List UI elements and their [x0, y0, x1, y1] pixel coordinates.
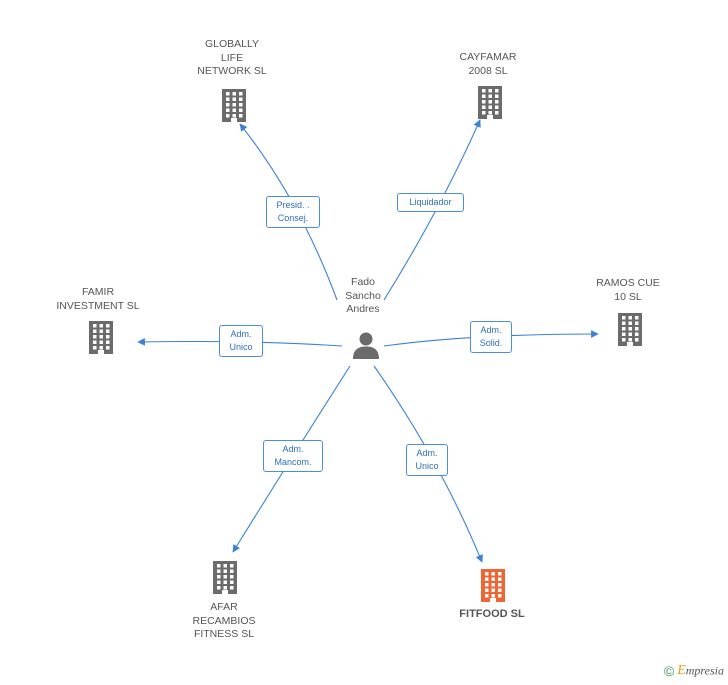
company-label-line: CAYFAMAR — [459, 51, 517, 63]
role-label-globally[interactable]: Presid. . Consej. — [266, 196, 320, 228]
person-name-line: Sancho — [345, 289, 381, 302]
role-label-line: Liquidador — [409, 197, 452, 207]
person-name-line: Andres — [346, 303, 380, 315]
company-label-ramos[interactable]: RAMOS CUE 10 SL — [580, 277, 676, 304]
role-label-line: Adm. — [480, 325, 502, 335]
company-label-famir[interactable]: FAMIR INVESTMENT SL — [46, 286, 150, 313]
role-label-line: Solid. — [479, 338, 503, 348]
company-label-line: NETWORK SL — [197, 65, 267, 77]
building-icon[interactable] — [219, 88, 249, 122]
company-label-line: INVESTMENT SL — [56, 299, 140, 312]
role-label-cayfamar[interactable]: Liquidador — [397, 193, 464, 212]
building-icon[interactable] — [210, 560, 240, 594]
company-label-cayfamar[interactable]: CAYFAMAR 2008 SL — [440, 51, 536, 78]
role-label-fitfood[interactable]: Adm. Unico — [406, 444, 448, 476]
person-name-line: Fado — [351, 276, 375, 288]
role-label-line: Presid. . — [276, 200, 310, 210]
role-label-line: Consej. — [277, 213, 309, 223]
role-label-line: Adm. — [416, 448, 438, 458]
company-label-globally[interactable]: GLOBALLY LIFE NETWORK SL — [180, 38, 284, 79]
person-icon[interactable] — [351, 330, 381, 360]
building-icon[interactable] — [475, 85, 505, 119]
building-icon[interactable] — [615, 312, 645, 346]
company-label-line: FAMIR — [81, 286, 115, 298]
building-icon[interactable] — [86, 320, 116, 354]
person-name[interactable]: Fado Sancho Andres — [330, 276, 396, 317]
company-label-line: RECAMBIOS — [192, 614, 256, 627]
building-icon-highlighted[interactable] — [478, 568, 508, 602]
role-label-line: Unico — [415, 461, 439, 471]
role-label-famir[interactable]: Adm. Unico — [219, 325, 263, 357]
company-label-line: LIFE — [220, 51, 244, 64]
company-label-line: GLOBALLY — [204, 38, 260, 50]
company-label-line: FITNESS SL — [193, 628, 255, 640]
brand-logo-text: mpresia — [685, 663, 724, 678]
company-label-line: FITFOOD SL — [459, 608, 525, 620]
footer-brand: © Empresia — [664, 663, 724, 679]
role-label-line: Adm. — [282, 444, 304, 454]
company-label-line: 10 SL — [614, 290, 642, 303]
company-label-line: RAMOS CUE — [596, 277, 660, 289]
role-label-line: Mancom. — [274, 457, 312, 467]
company-label-line: 2008 SL — [468, 64, 508, 77]
role-label-line: Unico — [229, 342, 253, 352]
company-label-afar[interactable]: AFAR RECAMBIOS FITNESS SL — [172, 601, 276, 642]
role-label-ramos[interactable]: Adm. Solid. — [470, 321, 512, 353]
company-label-line: AFAR — [210, 601, 238, 613]
role-label-afar[interactable]: Adm. Mancom. — [263, 440, 323, 472]
company-label-fitfood[interactable]: FITFOOD SL — [440, 608, 544, 622]
role-label-line: Adm. — [230, 329, 252, 339]
copyright-icon: © — [663, 663, 675, 679]
brand-logo-initial: E — [677, 663, 686, 678]
